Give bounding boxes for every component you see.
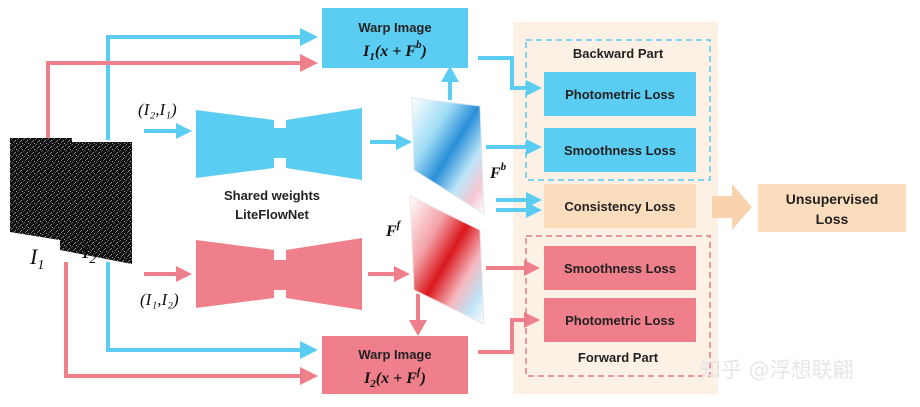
unsupervised-loss-line2: Loss <box>816 211 849 227</box>
forward-part-frame <box>525 235 711 377</box>
backward-part-title: Backward Part <box>573 46 664 61</box>
output-arrow <box>712 184 752 230</box>
forward-photometric-loss-box <box>544 298 696 342</box>
forward-smoothness-loss-label: Smoothness Loss <box>564 261 676 276</box>
pink-arrowheads <box>176 54 540 385</box>
top-input-pair-label: (I₂,I₁) <box>138 100 177 119</box>
forward-photometric-loss-label: Photometric Loss <box>565 313 675 328</box>
backward-smoothness-loss-label: Smoothness Loss <box>564 143 676 158</box>
backward-photometric-loss-box <box>544 72 696 116</box>
input-frames <box>10 138 132 264</box>
warp-image-top-formula: I1(x + Fb) <box>362 39 427 63</box>
frame-2-label: I2 <box>81 238 96 267</box>
consistency-loss-label: Consistency Loss <box>564 199 675 214</box>
network-bottom <box>196 238 362 310</box>
warp-image-top-title: Warp Image <box>358 20 431 35</box>
backward-photometric-loss-label: Photometric Loss <box>565 87 675 102</box>
warp-image-top-box <box>322 8 468 68</box>
pink-connectors <box>46 61 526 378</box>
warp-image-bottom-box <box>322 336 468 394</box>
unsupervised-loss-box <box>758 184 906 232</box>
bottom-input-pair-label: (I₁,I₂) <box>140 290 179 309</box>
backward-part-frame <box>525 39 711 181</box>
forward-part-title: Forward Part <box>578 350 659 365</box>
frame-2-image <box>60 142 132 264</box>
warp-image-bottom-title: Warp Image <box>358 347 431 362</box>
blue-arrowheads <box>176 28 542 359</box>
unsupervised-loss-line1: Unsupervised <box>786 191 879 207</box>
forward-flow-image <box>409 195 485 325</box>
blue-connectors <box>106 35 528 352</box>
forward-smoothness-loss-box <box>544 246 696 290</box>
frame-1-label: I1 <box>29 244 44 273</box>
liteflownet-label: LiteFlowNet <box>235 207 309 222</box>
backward-flow-label: Fb <box>489 161 507 182</box>
watermark: 知乎 @浮想联翩 <box>700 358 854 382</box>
frame-1-image <box>10 138 72 242</box>
backward-smoothness-loss-box <box>544 128 696 172</box>
warp-image-bottom-formula: I2(x + Ff) <box>363 366 426 390</box>
backward-flow-image <box>411 97 485 215</box>
forward-flow-label: Ff <box>385 219 402 240</box>
consistency-loss-box <box>544 184 696 228</box>
network-top <box>196 108 362 180</box>
shared-weights-label: Shared weights <box>224 188 320 203</box>
